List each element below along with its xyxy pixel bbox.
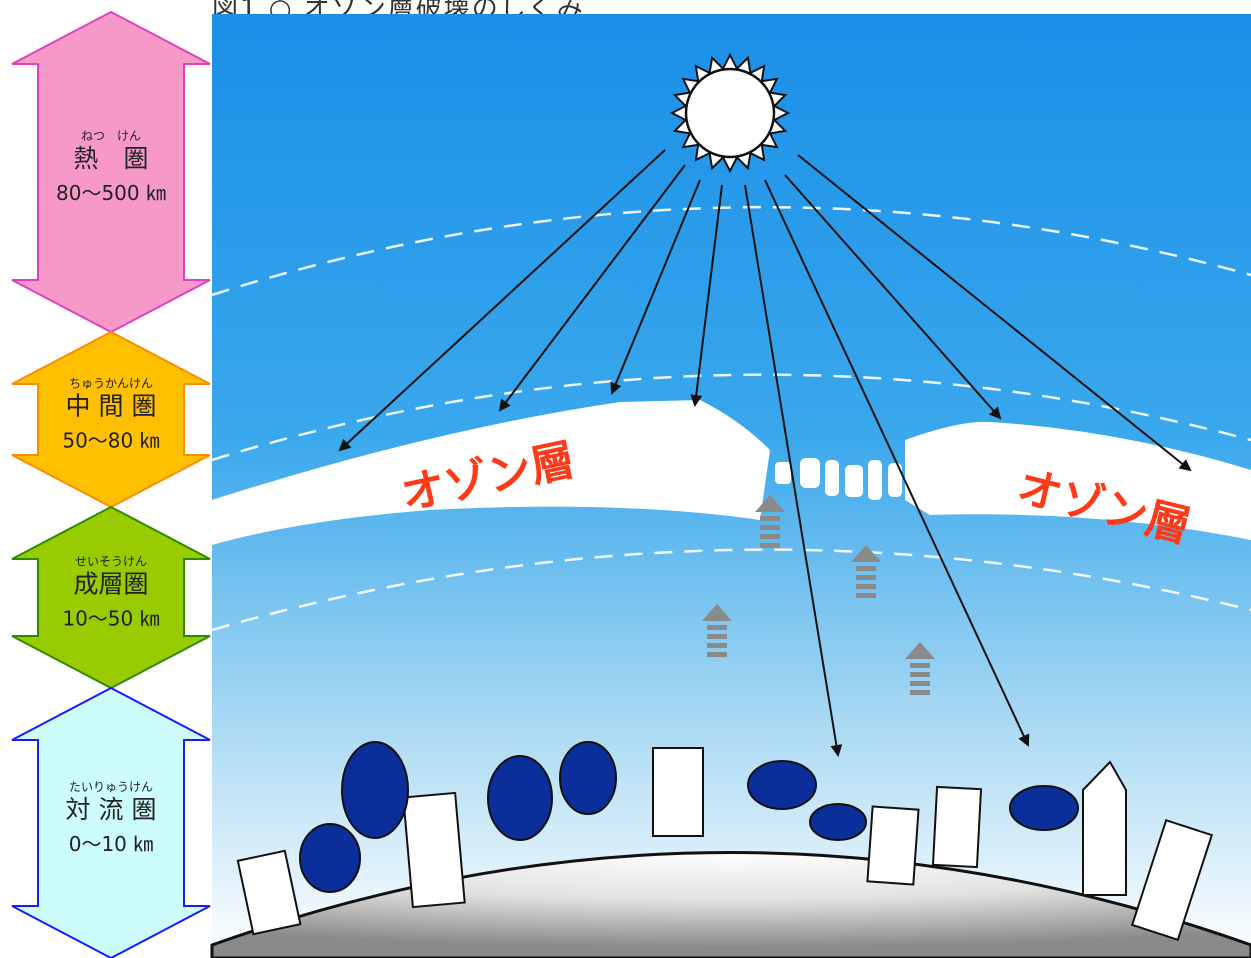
ozone-layer-left (212, 400, 770, 545)
cfc-rising-arrows (702, 495, 935, 695)
uv-rays (338, 149, 1192, 757)
layer-name-3: 対 流 圏 (66, 795, 157, 824)
layer-name-0: 熱 圏 (73, 144, 148, 173)
layer-ruby-1: ちゅうかんけん (69, 377, 153, 391)
layer-range-0: 80〜500 ㎞ (56, 181, 166, 205)
layer-name-1: 中 間 圏 (66, 392, 157, 421)
city (236, 741, 1214, 941)
layer-boundaries (211, 205, 1251, 632)
layer-range-2: 10〜50 ㎞ (62, 607, 159, 631)
layer-arrow-3 (11, 686, 211, 958)
ozone-layer-right (905, 421, 1251, 540)
layer-ruby-0: ねつ けん (81, 129, 141, 143)
layer-ruby-3: たいりゅうけん (69, 780, 153, 794)
layer-ruby-2: せいそうけん (75, 555, 147, 569)
sun-icon (669, 52, 791, 174)
layer-range-1: 50〜80 ㎞ (62, 429, 159, 453)
ozone-hole-fragments (775, 458, 902, 500)
layer-name-2: 成層圏 (73, 570, 148, 599)
layer-range-3: 0〜10 ㎞ (69, 832, 154, 856)
